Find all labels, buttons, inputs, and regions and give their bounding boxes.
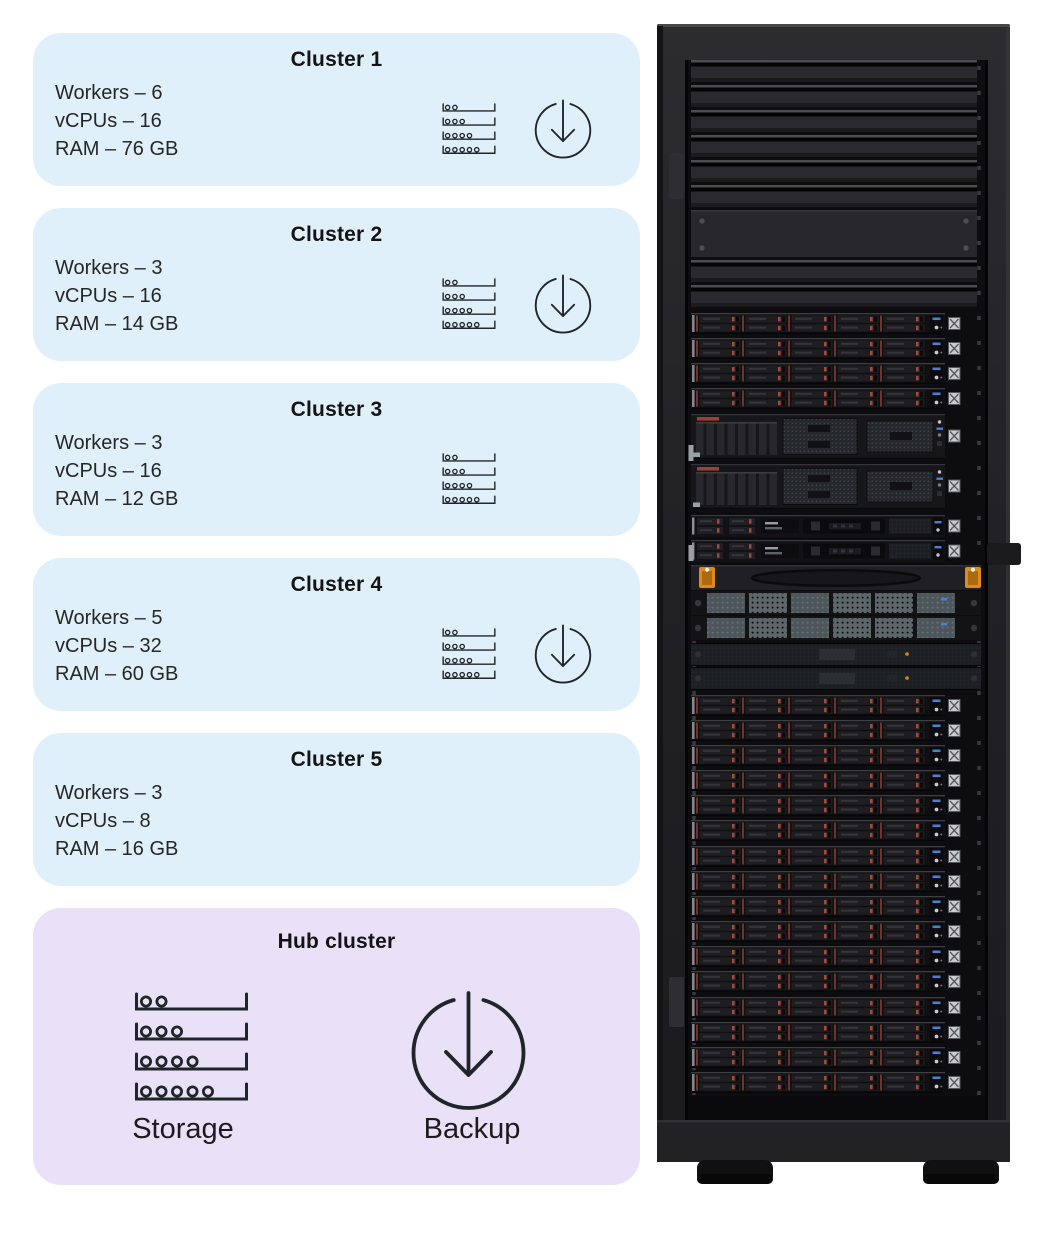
cluster-1-workers: Workers – 6 [55, 82, 163, 104]
cluster-5-title: Cluster 5 [290, 748, 383, 771]
cluster-5-vcpus: vCPUs – 8 [55, 810, 151, 832]
cluster-3-ram: RAM – 12 GB [55, 488, 179, 510]
cluster-3-workers: Workers – 3 [55, 432, 163, 454]
cluster-2-title: Cluster 2 [290, 223, 383, 246]
cluster-1-card: Cluster 1 Workers – 6 vCPUs – 16 RAM – 7… [33, 33, 640, 186]
backup-icon [533, 624, 593, 684]
storage-icon [440, 278, 498, 332]
backup-icon [409, 990, 528, 1111]
cluster-1-vcpus: vCPUs – 16 [55, 110, 162, 132]
storage-icon [440, 103, 498, 157]
cluster-1-title: Cluster 1 [290, 48, 383, 71]
cluster-5-workers: Workers – 3 [55, 782, 163, 804]
cluster-4-specs: Workers – 5 vCPUs – 32 RAM – 60 GB [55, 604, 178, 688]
storage-icon [440, 453, 498, 507]
backup-label: Backup [423, 1113, 521, 1145]
cluster-1-specs: Workers – 6 vCPUs – 16 RAM – 76 GB [55, 79, 178, 163]
cluster-2-specs: Workers – 3 vCPUs – 16 RAM – 14 GB [55, 254, 178, 338]
cluster-3-title: Cluster 3 [290, 398, 383, 421]
cluster-1-ram: RAM – 76 GB [55, 138, 179, 160]
storage-label: Storage [132, 1113, 234, 1145]
backup-icon [533, 274, 593, 334]
server-rack-photo [657, 24, 1021, 1184]
backup-icon [533, 99, 593, 159]
cluster-5-specs: Workers – 3 vCPUs – 8 RAM – 16 GB [55, 779, 178, 863]
cluster-4-title: Cluster 4 [290, 573, 383, 596]
cluster-3-specs: Workers – 3 vCPUs – 16 RAM – 12 GB [55, 429, 178, 513]
storage-icon [440, 628, 498, 682]
cluster-4-workers: Workers – 5 [55, 607, 163, 629]
cluster-4-card: Cluster 4 Workers – 5 vCPUs – 32 RAM – 6… [33, 558, 640, 711]
cluster-3-vcpus: vCPUs – 16 [55, 460, 162, 482]
cluster-5-ram: RAM – 16 GB [55, 838, 179, 860]
cluster-2-workers: Workers – 3 [55, 257, 163, 279]
cluster-3-card: Cluster 3 Workers – 3 vCPUs – 16 RAM – 1… [33, 383, 640, 536]
cluster-4-ram: RAM – 60 GB [55, 663, 179, 685]
cluster-2-card: Cluster 2 Workers – 3 vCPUs – 16 RAM – 1… [33, 208, 640, 361]
hub-cluster-card: Hub cluster Storage Backup [33, 908, 640, 1185]
cluster-2-ram: RAM – 14 GB [55, 313, 179, 335]
storage-icon [133, 992, 250, 1107]
cluster-4-vcpus: vCPUs – 32 [55, 635, 162, 657]
hub-cluster-title: Hub cluster [277, 930, 396, 953]
cluster-5-card: Cluster 5 Workers – 3 vCPUs – 8 RAM – 16… [33, 733, 640, 886]
cluster-2-vcpus: vCPUs – 16 [55, 285, 162, 307]
